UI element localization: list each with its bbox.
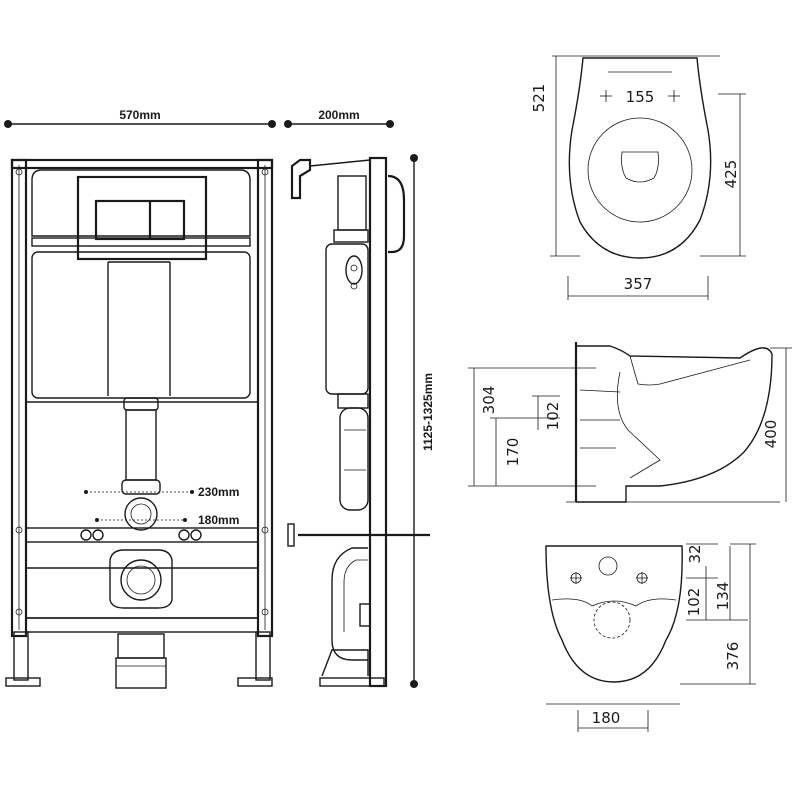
frame-width-label: 570mm [119,108,160,122]
outlet-circle [593,601,631,639]
flush-outlet [124,497,158,531]
frame-depth-label: 200mm [318,108,359,122]
bolt-to-outlet-label: 102 [685,588,703,617]
flush-button [94,199,186,241]
frame-height-label: 1125-1325mm [421,373,435,451]
width-label: 357 [624,275,653,293]
lower-height-label: 376 [724,642,742,671]
bolt-narrow-label: 180mm [198,513,239,527]
outlet-offset-label: 102 [544,402,562,431]
bowl-top-view: 155 521 425 357 [530,55,746,300]
bowl-side-view: 304 170 102 400 [468,342,792,503]
frame-height-dimension: 1125-1325mm [410,154,435,688]
top-to-outlet-label: 134 [714,582,732,611]
frame-width-dimension: 570mm [4,108,276,128]
frame-depth-dimension: 200mm [284,108,394,128]
bowl-side-outline [576,345,773,503]
top-to-bolts-label: 32 [686,544,704,563]
frame-side-view: 200mm [284,108,430,688]
bowl-top-outline [568,57,712,259]
bowl-rim [587,117,693,223]
flush-plate [76,175,208,261]
fixing-distance-label: 155 [626,88,655,106]
bowl-back-outline [545,545,683,683]
seat-length-label: 425 [722,160,740,189]
overall-length-label: 521 [530,84,548,113]
outlet-height-label: 170 [504,438,522,467]
bolt-dimensions: 230mm 180mm [84,485,239,527]
bowl-back-view: 32 102 134 376 180 [545,543,756,732]
outlet-width-label: 180 [592,709,621,727]
inlet-height-label: 304 [480,386,498,415]
frame-front-view: 570mm [4,108,276,689]
bowl-height-label: 400 [762,420,780,449]
side-post [368,156,388,688]
bolt-wide-label: 230mm [198,485,239,499]
